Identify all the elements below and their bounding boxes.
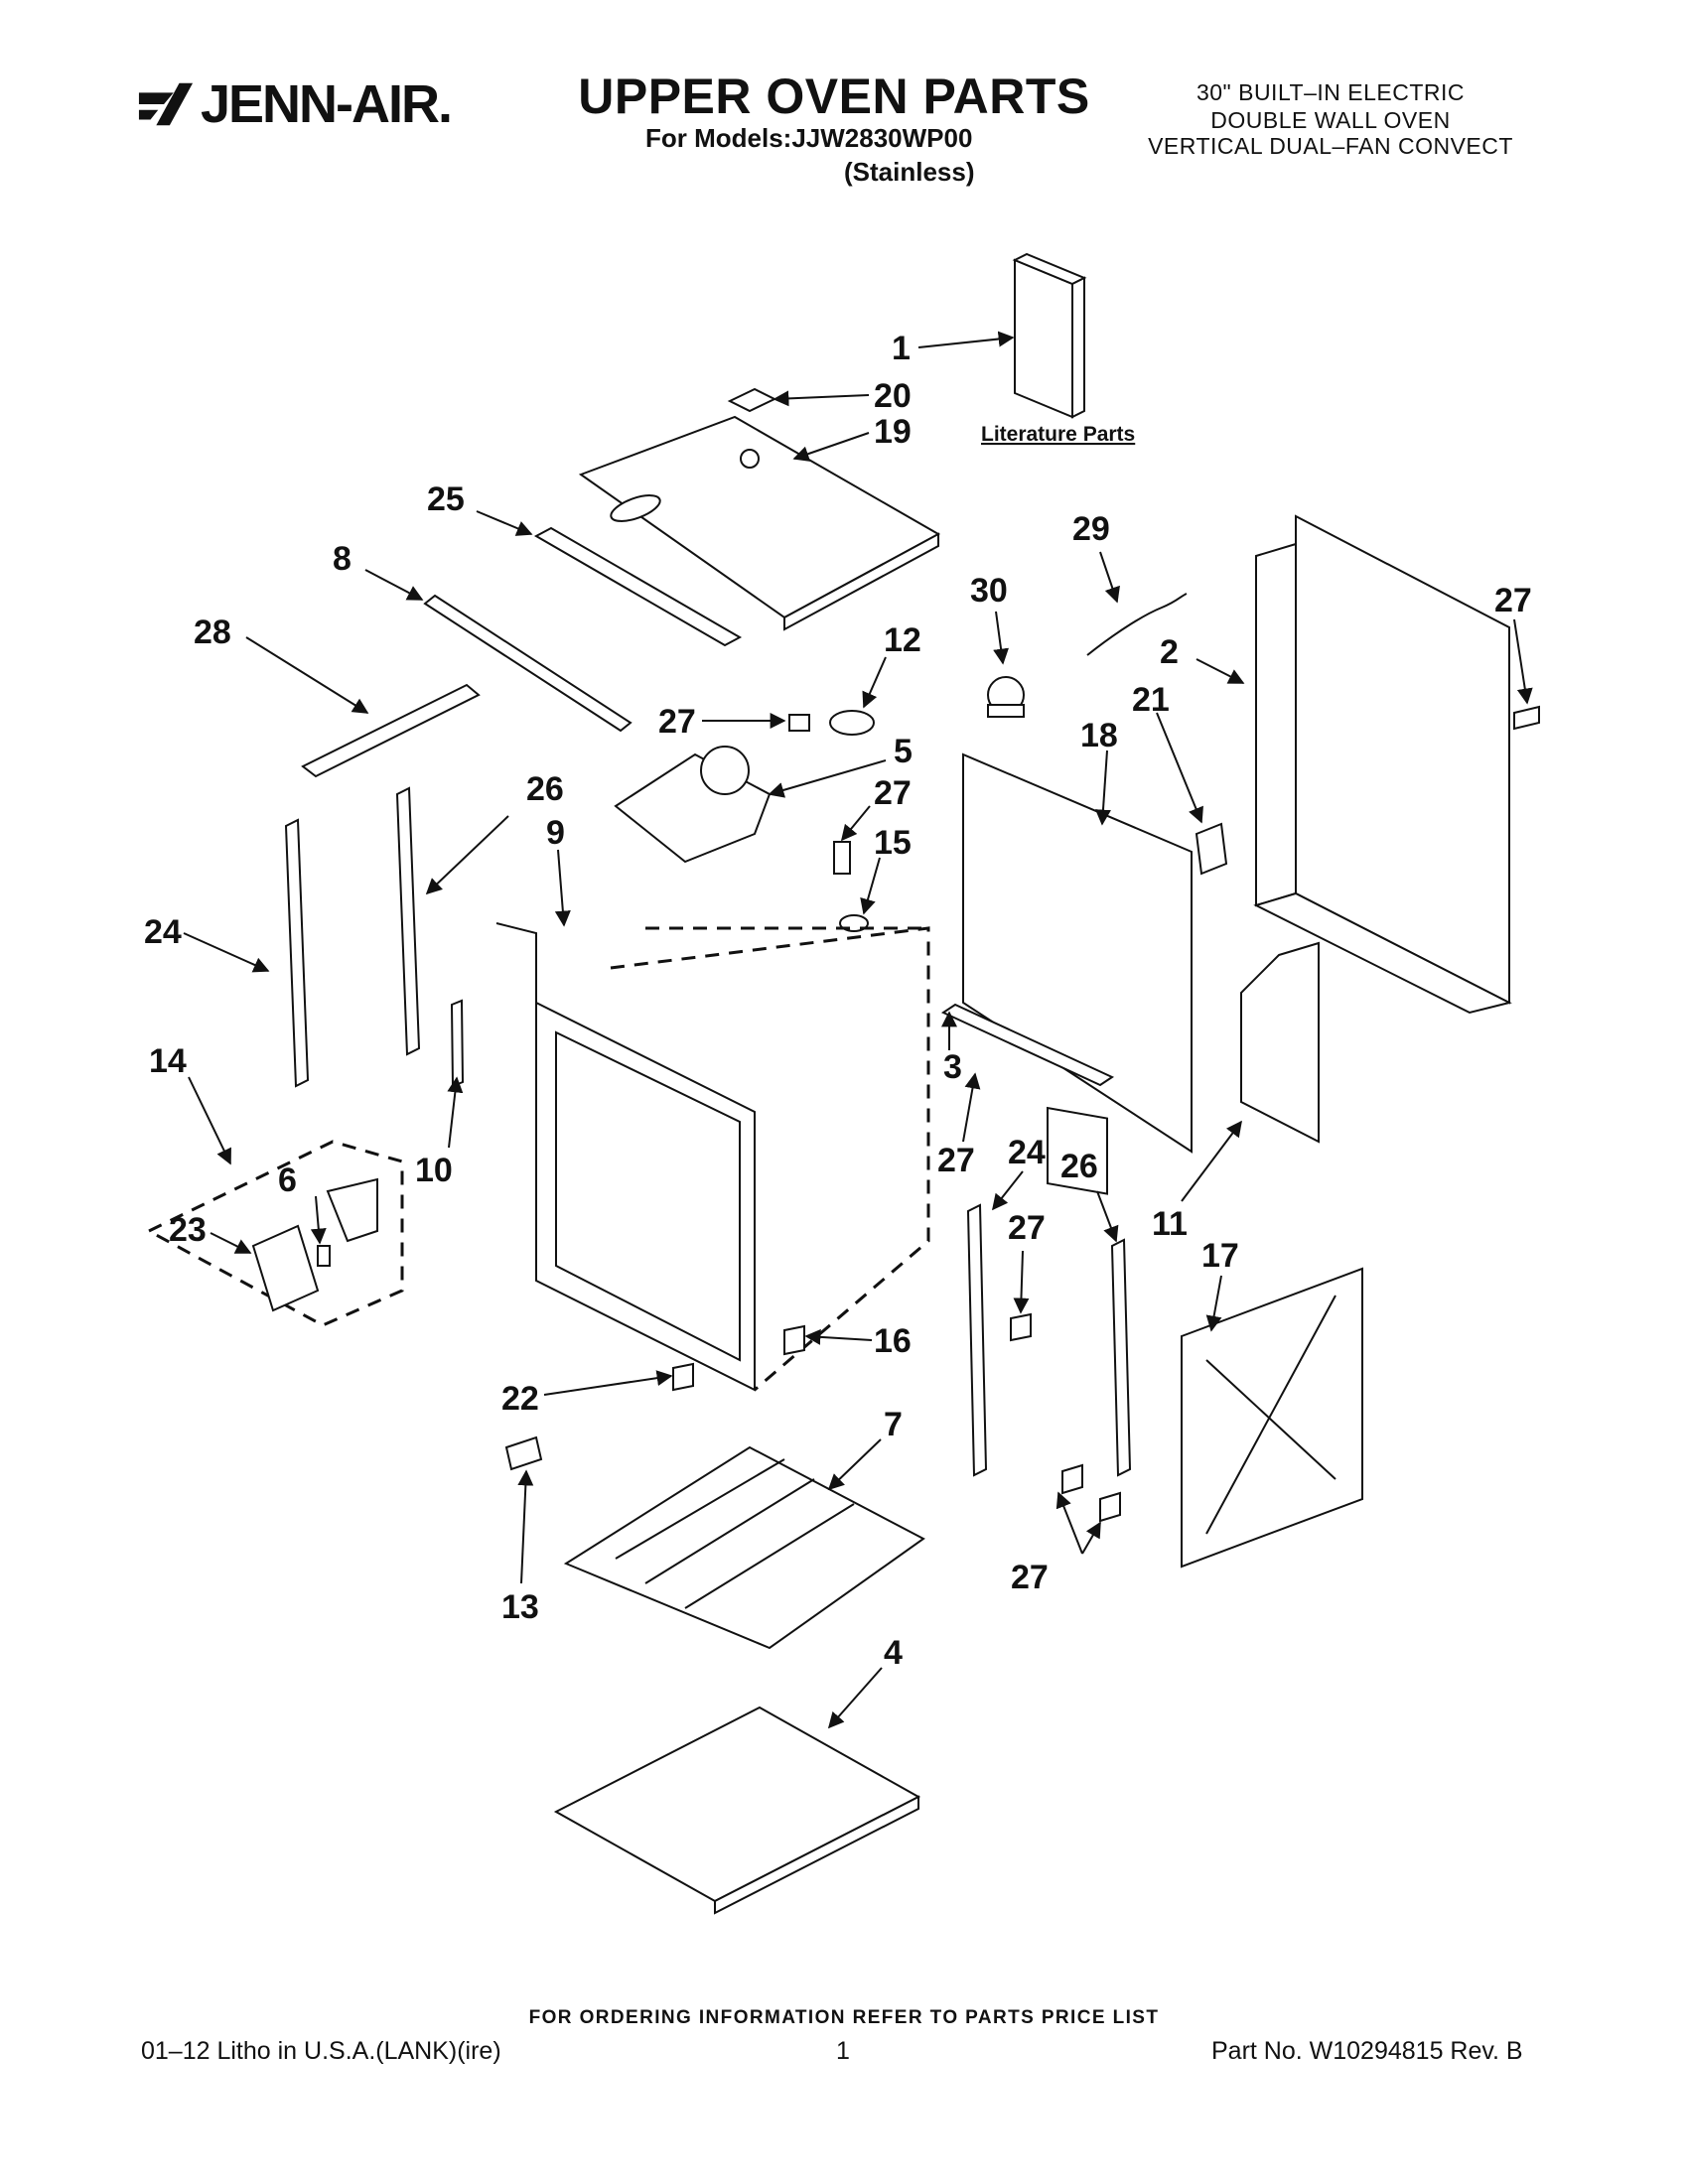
page-title: UPPER OVEN PARTS: [578, 68, 1090, 124]
part-27-screw: [1513, 705, 1540, 731]
part-30-thermostat: [987, 676, 1025, 718]
ordering-information: FOR ORDERING INFORMATION REFER TO PARTS …: [528, 2007, 1160, 2028]
part-11-cover: [1240, 941, 1320, 1144]
part-13-switch: [504, 1435, 543, 1471]
part-14-light-assembly: [148, 1140, 404, 1327]
part-12-fan-blade: [829, 710, 875, 736]
callout-25: 25: [427, 480, 465, 518]
callout-14: 14: [149, 1042, 187, 1080]
part-27-screw: [1010, 1312, 1032, 1342]
part-22-switch: [672, 1362, 694, 1392]
literature-parts-label: Literature Parts: [981, 423, 1135, 446]
callout-3: 3: [943, 1048, 962, 1086]
part-18-rear-panel: [962, 752, 1193, 1195]
callout-26-left: 26: [526, 770, 564, 808]
part-17-baffle-panel: [1181, 1267, 1363, 1569]
model-number: For Models:JJW2830WP00: [645, 123, 973, 153]
part-3-bracket: [940, 1003, 1115, 1087]
litho-info: 01–12 Litho in U.S.A.(LANK)(ire): [141, 2037, 501, 2065]
callout-17: 17: [1201, 1237, 1239, 1275]
part-28-rail: [301, 683, 481, 778]
callout-8: 8: [333, 540, 352, 578]
callout-27-mid: 27: [937, 1142, 975, 1179]
part-4-bottom-panel: [553, 1706, 921, 1915]
part-6-bulb: [317, 1245, 331, 1267]
part-5-convection-fan-motor: [614, 746, 772, 864]
callout-13: 13: [501, 1588, 539, 1626]
callout-21: 21: [1132, 681, 1170, 719]
callout-20: 20: [874, 377, 912, 415]
callout-23: 23: [169, 1211, 207, 1249]
spec-line-2: DOUBLE WALL OVEN: [1210, 107, 1451, 133]
callout-5: 5: [894, 733, 913, 770]
callout-28: 28: [194, 614, 231, 651]
page-number: 1: [836, 2037, 850, 2065]
callout-6: 6: [278, 1161, 297, 1199]
callout-10: 10: [415, 1152, 453, 1189]
callout-30: 30: [970, 572, 1008, 610]
part-6-socket-housing: [326, 1177, 378, 1243]
part-7-oven-rack-tray: [563, 1445, 925, 1650]
part-23-lens: [251, 1224, 320, 1312]
callout-15: 15: [874, 824, 912, 862]
callout-numbers: 1 20 19 25 8 28 29 30 27 12 5 27 15 18 2…: [144, 330, 1532, 1672]
part-26-side-rail: [395, 786, 421, 1056]
part-10-bracket: [450, 999, 465, 1088]
part-16-knob: [783, 1324, 805, 1356]
callout-27-right: 27: [1494, 582, 1532, 619]
part-24-side-rail: [284, 818, 310, 1088]
part-26-side-rail: [1110, 1238, 1132, 1477]
callout-29: 29: [1072, 510, 1110, 548]
part-27-screw: [1099, 1491, 1121, 1523]
part-19-top-panel: [578, 415, 941, 631]
part-27-screw: [833, 841, 851, 875]
callout-27-upper: 27: [658, 703, 696, 741]
callout-11: 11: [1152, 1205, 1188, 1243]
part-8-strip: [423, 594, 633, 733]
callout-1: 1: [892, 330, 911, 367]
part-20-plate: [727, 387, 777, 413]
part-27-screw: [788, 714, 810, 732]
callout-2: 2: [1160, 633, 1179, 671]
callout-18: 18: [1080, 717, 1118, 754]
model-finish: (Stainless): [844, 157, 975, 187]
callout-24-right: 24: [1008, 1134, 1046, 1171]
callout-12: 12: [884, 621, 921, 659]
callout-9: 9: [546, 814, 565, 852]
part-25-bracket: [533, 526, 743, 647]
leader-lines: [183, 331, 1533, 1729]
part-number: Part No. W10294815 Rev. B: [1211, 2037, 1523, 2065]
spec-line-3: VERTICAL DUAL–FAN CONVECT: [1148, 133, 1513, 159]
callout-22: 22: [501, 1380, 539, 1418]
brand-logo: JENN-AIR.: [137, 69, 465, 139]
callout-16: 16: [874, 1322, 912, 1360]
jenn-air-swoosh-icon: [138, 82, 194, 126]
callout-4: 4: [884, 1634, 903, 1672]
part-29-wire-harness: [1086, 593, 1188, 656]
spec-line-1: 30" BUILT–IN ELECTRIC: [1196, 79, 1466, 105]
callout-27-bottom: 27: [1011, 1559, 1049, 1596]
brand-name: JENN-AIR.: [201, 74, 453, 134]
part-27-screw: [1061, 1463, 1083, 1495]
callout-27-fan: 27: [874, 774, 912, 812]
part-2-wrapper-panel: [1253, 514, 1512, 1015]
part-1-literature-booklet: [1012, 252, 1087, 419]
callout-7: 7: [884, 1406, 903, 1443]
callout-27-rail: 27: [1008, 1209, 1046, 1247]
callout-26-right: 26: [1060, 1148, 1098, 1185]
part-9-oven-cavity: [495, 922, 930, 1392]
callout-24-left: 24: [144, 913, 182, 951]
part-24-side-rail: [966, 1203, 988, 1477]
callout-19: 19: [874, 413, 912, 451]
part-21-sensor: [1195, 822, 1228, 876]
